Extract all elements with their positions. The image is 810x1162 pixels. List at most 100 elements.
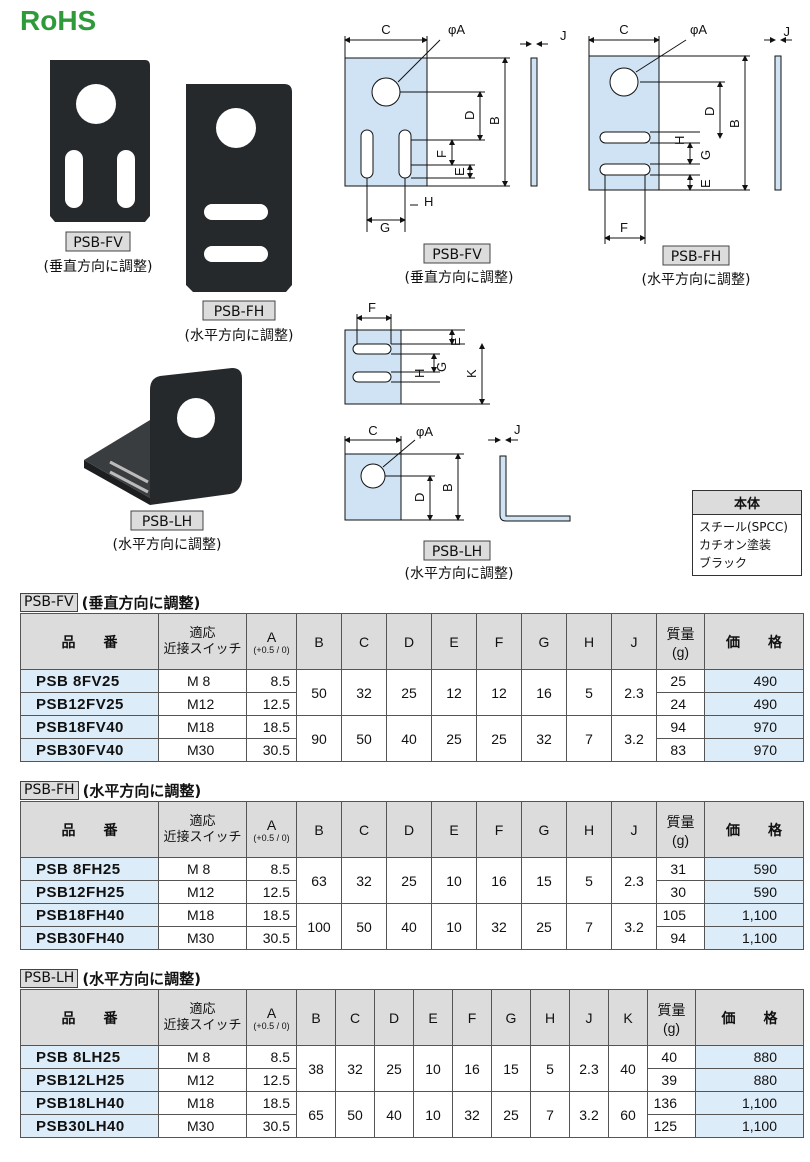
svg-text:φA: φA bbox=[416, 424, 433, 439]
cell-mass: 24 bbox=[656, 692, 705, 716]
cell-dim: 10 bbox=[413, 1045, 453, 1092]
material-body: スチール(SPCC) カチオン塗装 ブラック bbox=[693, 515, 801, 575]
drawing-lh-caption: (水平方向に調整) bbox=[405, 566, 514, 582]
col-header-switch: 適応近接スイッチ bbox=[158, 801, 247, 858]
cell-mass: 40 bbox=[647, 1045, 696, 1069]
mass-header-line: 質量 bbox=[666, 625, 695, 642]
photo-fv-code: PSB-FV bbox=[73, 235, 123, 251]
material-line: ブラック bbox=[699, 556, 748, 570]
cell-a: 12.5 bbox=[246, 880, 297, 904]
photo-fh-caption: (水平方向に調整) bbox=[185, 328, 294, 344]
cell-a: 8.5 bbox=[246, 857, 297, 881]
svg-text:F: F bbox=[620, 220, 628, 235]
cell-mass: 94 bbox=[656, 715, 705, 739]
cell-dim: 7 bbox=[530, 1091, 570, 1138]
cell-mass: 25 bbox=[656, 669, 705, 693]
drawing-psb-lh-top bbox=[344, 314, 490, 405]
photo-lh-caption: (水平方向に調整) bbox=[113, 537, 222, 553]
cell-price: 970 bbox=[704, 715, 804, 739]
cell-dim: 32 bbox=[341, 669, 387, 716]
svg-text:D: D bbox=[412, 493, 427, 502]
cell-switch: M18 bbox=[158, 1091, 247, 1115]
cell-price: 880 bbox=[695, 1045, 804, 1069]
cell-a: 30.5 bbox=[246, 1114, 297, 1138]
section-desc: (水平方向に調整) bbox=[82, 782, 202, 800]
cell-dim: 32 bbox=[476, 903, 522, 950]
svg-text:φA: φA bbox=[690, 22, 707, 37]
col-header-dim: J bbox=[611, 613, 657, 670]
col-header-dim: G bbox=[521, 613, 567, 670]
mass-header-line: (g) bbox=[671, 643, 690, 660]
cell-model: PSB12FV25 bbox=[20, 692, 159, 716]
svg-text:B: B bbox=[727, 119, 742, 128]
col-header-dim: C bbox=[335, 989, 375, 1046]
drawing-fh-code: PSB-FH bbox=[671, 249, 722, 265]
col-header-dim: F bbox=[476, 613, 522, 670]
cell-switch: M30 bbox=[158, 1114, 247, 1138]
cell-price: 1,100 bbox=[695, 1091, 804, 1115]
cell-dim: 15 bbox=[521, 857, 567, 904]
cell-price: 970 bbox=[704, 738, 804, 762]
cell-mass: 30 bbox=[656, 880, 705, 904]
svg-text:G: G bbox=[698, 150, 713, 160]
a-header-label: A bbox=[266, 1004, 277, 1021]
drawing-fv-caption: (垂直方向に調整) bbox=[405, 269, 514, 286]
cell-mass: 83 bbox=[656, 738, 705, 762]
col-header-switch: 適応近接スイッチ bbox=[158, 613, 247, 670]
photo-fv-caption: (垂直方向に調整) bbox=[44, 258, 153, 275]
svg-text:J: J bbox=[560, 28, 567, 43]
svg-text:C: C bbox=[619, 22, 628, 37]
cell-dim: 3.2 bbox=[611, 715, 657, 762]
cell-dim: 25 bbox=[431, 715, 477, 762]
cell-dim: 90 bbox=[296, 715, 342, 762]
col-header-dim: G bbox=[521, 801, 567, 858]
cell-model: PSB12FH25 bbox=[20, 880, 159, 904]
svg-text:C: C bbox=[368, 423, 377, 438]
cell-dim: 3.2 bbox=[611, 903, 657, 950]
col-header-dim: F bbox=[476, 801, 522, 858]
drawing-fv-code: PSB-FV bbox=[432, 247, 482, 263]
cell-model: PSB30FH40 bbox=[20, 926, 159, 950]
cell-dim: 50 bbox=[341, 903, 387, 950]
col-header-dim: K bbox=[608, 989, 648, 1046]
col-header-dim: J bbox=[611, 801, 657, 858]
col-header-a: A(+0.5 / 0) bbox=[246, 801, 297, 858]
cell-dim: 5 bbox=[530, 1045, 570, 1092]
cell-a: 12.5 bbox=[246, 692, 297, 716]
cell-a: 18.5 bbox=[246, 1091, 297, 1115]
svg-text:E: E bbox=[448, 337, 463, 346]
col-header-dim: C bbox=[341, 801, 387, 858]
a-tolerance: (+0.5 / 0) bbox=[253, 832, 290, 843]
drawing-psb-fv bbox=[344, 36, 548, 232]
section-code: PSB-FV bbox=[20, 593, 78, 612]
col-header-model: 品 番 bbox=[20, 801, 159, 858]
cell-dim: 25 bbox=[476, 715, 522, 762]
cell-dim: 100 bbox=[296, 903, 342, 950]
svg-text:F: F bbox=[368, 300, 376, 315]
col-header-dim: G bbox=[491, 989, 531, 1046]
svg-text:B: B bbox=[440, 483, 455, 492]
cell-model: PSB30LH40 bbox=[20, 1114, 159, 1138]
cell-a: 8.5 bbox=[246, 1045, 297, 1069]
cell-dim: 40 bbox=[608, 1045, 648, 1092]
cell-price: 1,100 bbox=[704, 903, 804, 927]
cell-switch: M 8 bbox=[158, 857, 247, 881]
cell-mass: 125 bbox=[647, 1114, 696, 1138]
material-line: スチール(SPCC) bbox=[699, 520, 788, 534]
product-diagram-area: RoHS PSB-FV (垂直方向に調整) PSB-FH (水平方向に調整) P… bbox=[20, 5, 792, 582]
section-title-fh: PSB-FH (水平方向に調整) bbox=[20, 780, 201, 801]
cell-dim: 32 bbox=[335, 1045, 375, 1092]
cell-switch: M 8 bbox=[158, 669, 247, 693]
col-header-mass: 質量(g) bbox=[656, 801, 705, 858]
section-desc: (垂直方向に調整) bbox=[81, 594, 201, 612]
cell-dim: 15 bbox=[491, 1045, 531, 1092]
switch-header-line: 適応 bbox=[189, 813, 216, 829]
drawing-fh-caption: (水平方向に調整) bbox=[642, 272, 751, 288]
cell-model: PSB18FH40 bbox=[20, 903, 159, 927]
